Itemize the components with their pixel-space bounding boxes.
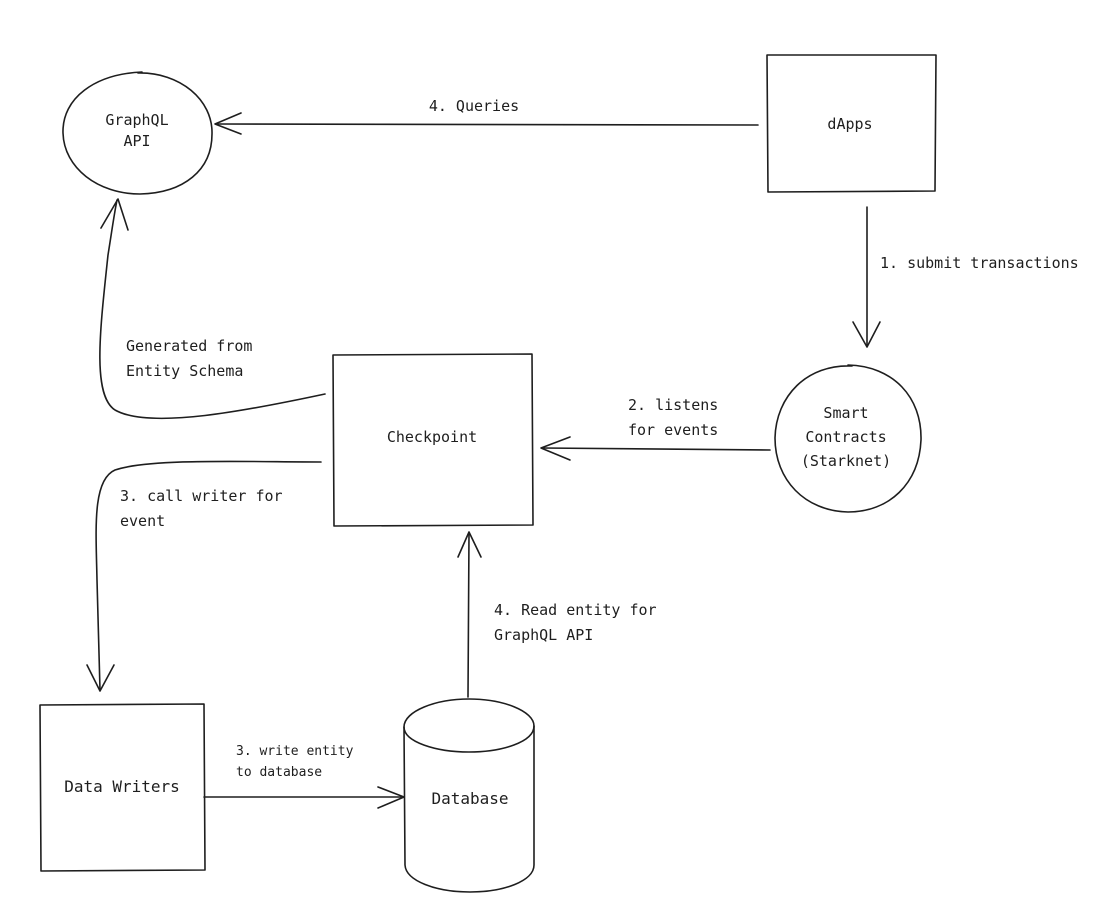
listens-edge: 2. listens for events — [540, 396, 771, 461]
smart-contracts-label-line3: (Starknet) — [801, 452, 891, 470]
generated-label-line2: Entity Schema — [126, 362, 243, 380]
queries-edge: 4. Queries — [214, 97, 759, 135]
submit-transactions-label: 1. submit transactions — [880, 254, 1079, 272]
write-entity-label-line2: to database — [236, 765, 322, 780]
write-entity-label-line1: 3. write entity — [236, 744, 354, 759]
read-entity-label-line1: 4. Read entity for — [494, 601, 657, 619]
checkpoint-label: Checkpoint — [387, 428, 477, 446]
call-writer-label-line2: event — [120, 512, 165, 530]
graphql-api-node: GraphQL API — [62, 71, 213, 195]
call-writer-label-line1: 3. call writer for — [120, 487, 283, 505]
database-label: Database — [431, 789, 508, 808]
submit-transactions-edge: 1. submit transactions — [852, 206, 1079, 348]
database-node: Database — [403, 698, 535, 893]
read-entity-edge: 4. Read entity for GraphQL API — [457, 531, 657, 698]
graphql-api-label-line1: GraphQL — [105, 111, 168, 129]
listens-label-line2: for events — [628, 421, 718, 439]
listens-label-line1: 2. listens — [628, 396, 718, 414]
smart-contracts-label-line1: Smart — [823, 404, 868, 422]
smart-contracts-label-line2: Contracts — [805, 428, 886, 446]
write-entity-edge: 3. write entity to database — [203, 744, 405, 809]
graphql-api-label-line2: API — [123, 132, 150, 150]
data-writers-label: Data Writers — [64, 777, 180, 796]
dapps-label: dApps — [827, 115, 872, 133]
call-writer-edge: 3. call writer for event — [86, 460, 322, 692]
dapps-node: dApps — [766, 54, 937, 193]
generated-label-line1: Generated from — [126, 337, 252, 355]
data-writers-node: Data Writers — [39, 703, 206, 872]
smart-contracts-node: Smart Contracts (Starknet) — [774, 364, 922, 513]
generated-edge: Generated from Entity Schema — [99, 198, 326, 420]
queries-label: 4. Queries — [429, 97, 519, 115]
checkpoint-node: Checkpoint — [332, 353, 534, 527]
read-entity-label-line2: GraphQL API — [494, 626, 593, 644]
